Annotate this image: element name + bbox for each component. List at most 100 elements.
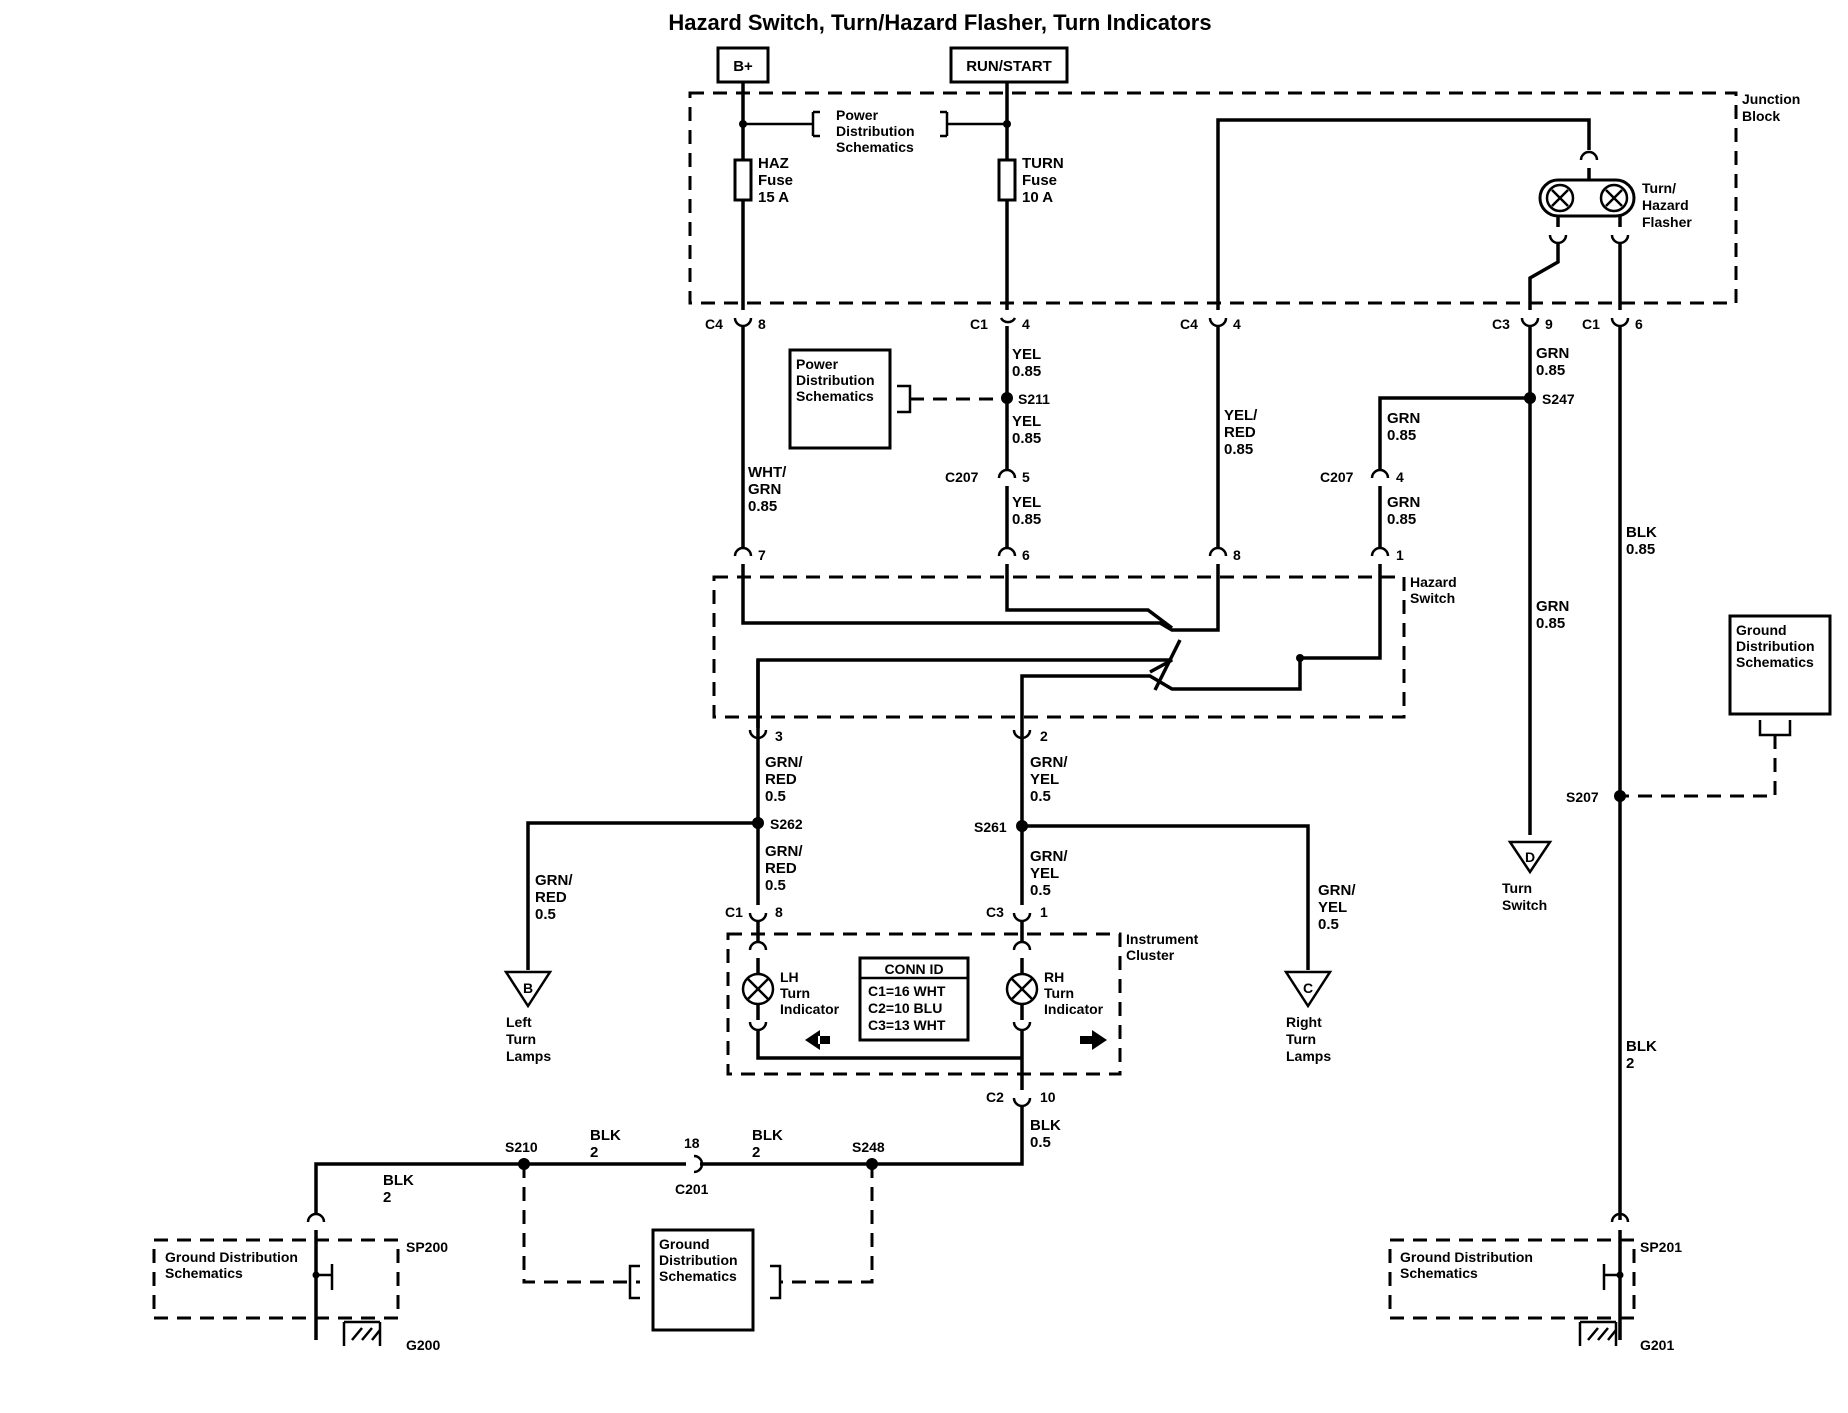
wht-grn-l2: GRN [748,481,781,498]
flasher-out-right-terminal [1610,234,1630,245]
pd-mid-l2: Distribution [796,372,875,388]
grn-red-1-l1: GRN/ [765,754,803,771]
yel-1-l1: YEL [1012,346,1041,363]
sp201-label: SP201 [1640,1239,1682,1255]
s248-label: S248 [852,1139,885,1155]
turn-fuse-l3: 10 A [1022,189,1053,206]
pd-mid-l3: Schematics [796,388,874,404]
wire-blk-left [314,1162,686,1214]
conn-c1-c: C1 [725,904,743,920]
bplus-source: B+ [716,46,770,84]
grn-red-3-l3: 0.5 [535,906,556,923]
turn-fuse [997,158,1017,202]
conn-c1-b: C1 [1582,316,1600,332]
s261-label: S261 [974,819,1007,835]
g200-label: G200 [406,1337,440,1353]
s247-label: S247 [1542,391,1575,407]
rh-l1: RH [1044,969,1064,985]
grn-red-1-l3: 0.5 [765,788,786,805]
pin-9: 9 [1545,316,1553,332]
wire-right-lamps [1022,824,1310,970]
haz-fuse-l1: HAZ [758,155,789,172]
pin-18: 18 [684,1135,700,1151]
grn-yel-2-l2: YEL [1030,865,1059,882]
gd-right-l3: Schematics [1736,654,1814,670]
blk-c-l1: BLK [383,1172,414,1189]
rh-l2: Turn [1044,985,1074,1001]
wire-flasher-feed [1216,118,1591,310]
grn-yel-1-l3: 0.5 [1030,788,1051,805]
pd-top-l3: Schematics [836,139,914,155]
blk-2-l2: 2 [1626,1055,1634,1072]
conn-id-c2: C2=10 BLU [868,1000,942,1016]
offpage-b-l3: Lamps [506,1048,551,1064]
haz-fuse-l2: Fuse [758,172,793,189]
pin-5: 5 [1022,469,1030,485]
grn-red-1-l2: RED [765,771,797,788]
hazard-switch-l2: Switch [1410,590,1455,606]
flasher-out-left-terminal [1548,234,1568,245]
grn-2-l2: 0.85 [1536,615,1565,632]
runstart-source: RUN/START [949,46,1069,84]
pin-8-a: 8 [758,316,766,332]
pin-8-b: 8 [1233,547,1241,563]
wht-grn-l1: WHT/ [748,464,787,481]
lh-l1: LH [780,969,799,985]
pin-4-b: 4 [1233,316,1241,332]
blk-05-l1: BLK [1030,1117,1061,1134]
conn-id-c3: C3=13 WHT [868,1017,946,1033]
conn-c3-a: C3 [1492,316,1510,332]
offpage-b-letter: B [523,980,533,996]
c207-5-terminal [997,468,1017,479]
conn-c3-b: C3 [986,904,1004,920]
grn-yel-1-l2: YEL [1030,771,1059,788]
yel-3-l2: 0.85 [1012,511,1041,528]
junction-block-label-1: Junction [1742,91,1800,107]
gd-left-l2: Schematics [165,1265,243,1281]
yel-2-l1: YEL [1012,413,1041,430]
turn-fuse-l1: TURN [1022,155,1064,172]
lh-turn-indicator: LH Turn Indicator [741,921,1022,1060]
grn-yel-3-l2: YEL [1318,899,1347,916]
pin-1-b: 1 [1040,904,1048,920]
conn-c2: C2 [986,1089,1004,1105]
sp200-label: SP200 [406,1239,448,1255]
pin-2: 2 [1040,728,1048,744]
s262-label: S262 [770,816,803,832]
ground-distribution-ref-center: Ground Distribution Schematics [522,1164,874,1332]
instrument-cluster-l1: Instrument [1126,931,1199,947]
power-distribution-ref-mid: Power Distribution Schematics [788,348,1007,450]
grn-yel-3-l1: GRN/ [1318,882,1356,899]
pin-4-c: 4 [1396,469,1404,485]
offpage-c-right-lamps: C Right Turn Lamps [1283,970,1333,1064]
grn-red-2-l2: RED [765,860,797,877]
pin-8-c: 8 [775,904,783,920]
wire-left-lamps [526,821,758,970]
offpage-b-l2: Turn [506,1031,536,1047]
gd-right2-l2: Schematics [1400,1265,1478,1281]
grn-yel-2-l1: GRN/ [1030,848,1068,865]
pin-6-a: 6 [1635,316,1643,332]
lh-l2: Turn [780,985,810,1001]
c207-4-terminal [1370,468,1390,479]
wire-blk-05 [700,1106,1024,1166]
grn-red-3-l1: GRN/ [535,872,573,889]
grn-yel-3-l3: 0.5 [1318,916,1339,933]
pin-6-b: 6 [1022,547,1030,563]
grn-1-l1: GRN [1536,345,1569,362]
hazard-switch-connectors-top: 7 6 8 1 [733,546,1404,563]
gd-left-l1: Ground Distribution [165,1249,298,1265]
flasher-l2: Hazard [1642,197,1689,213]
blk-05-l2: 0.5 [1030,1134,1051,1151]
pd-top-l1: Power [836,107,879,123]
conn-id-c1: C1=16 WHT [868,983,946,999]
yel-red-l2: RED [1224,424,1256,441]
conn-id-table: CONN ID C1=16 WHT C2=10 BLU C3=13 WHT [858,956,970,1042]
runstart-label: RUN/START [966,58,1052,75]
offpage-b-left-lamps: B Left Turn Lamps [503,970,553,1064]
hazard-switch-l1: Hazard [1410,574,1457,590]
flasher-top-terminal [1579,150,1599,161]
pin-3: 3 [775,728,783,744]
